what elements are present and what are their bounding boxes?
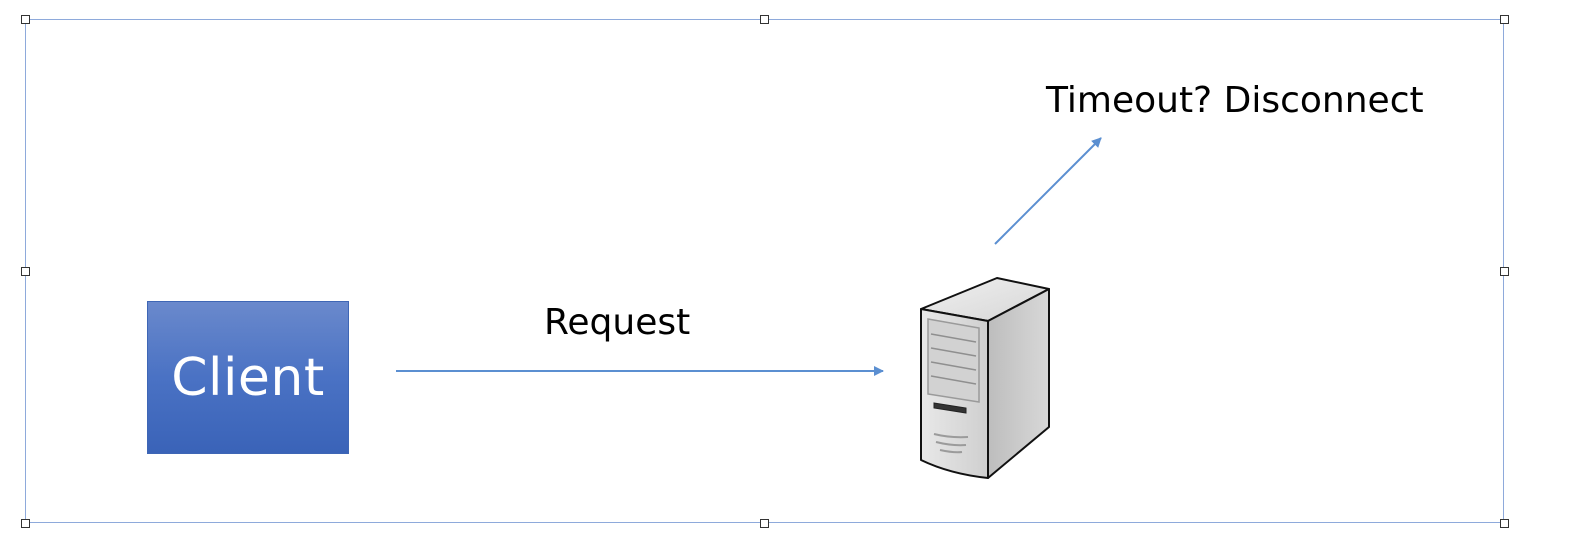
resize-handle-middle-left[interactable] <box>21 267 30 276</box>
resize-handle-top-left[interactable] <box>21 15 30 24</box>
client-box[interactable]: Client <box>147 301 349 454</box>
client-label: Client <box>171 347 325 408</box>
resize-handle-top-right[interactable] <box>1500 15 1509 24</box>
request-label: Request <box>544 302 691 343</box>
timeout-arrow[interactable] <box>994 137 1102 245</box>
resize-handle-bottom-right[interactable] <box>1500 519 1509 528</box>
server-tower-icon[interactable] <box>920 277 1050 479</box>
timeout-label: Timeout? Disconnect <box>1046 80 1424 121</box>
resize-handle-bottom-left[interactable] <box>21 519 30 528</box>
resize-handle-middle-right[interactable] <box>1500 267 1509 276</box>
resize-handle-top-center[interactable] <box>760 15 769 24</box>
resize-handle-bottom-center[interactable] <box>760 519 769 528</box>
